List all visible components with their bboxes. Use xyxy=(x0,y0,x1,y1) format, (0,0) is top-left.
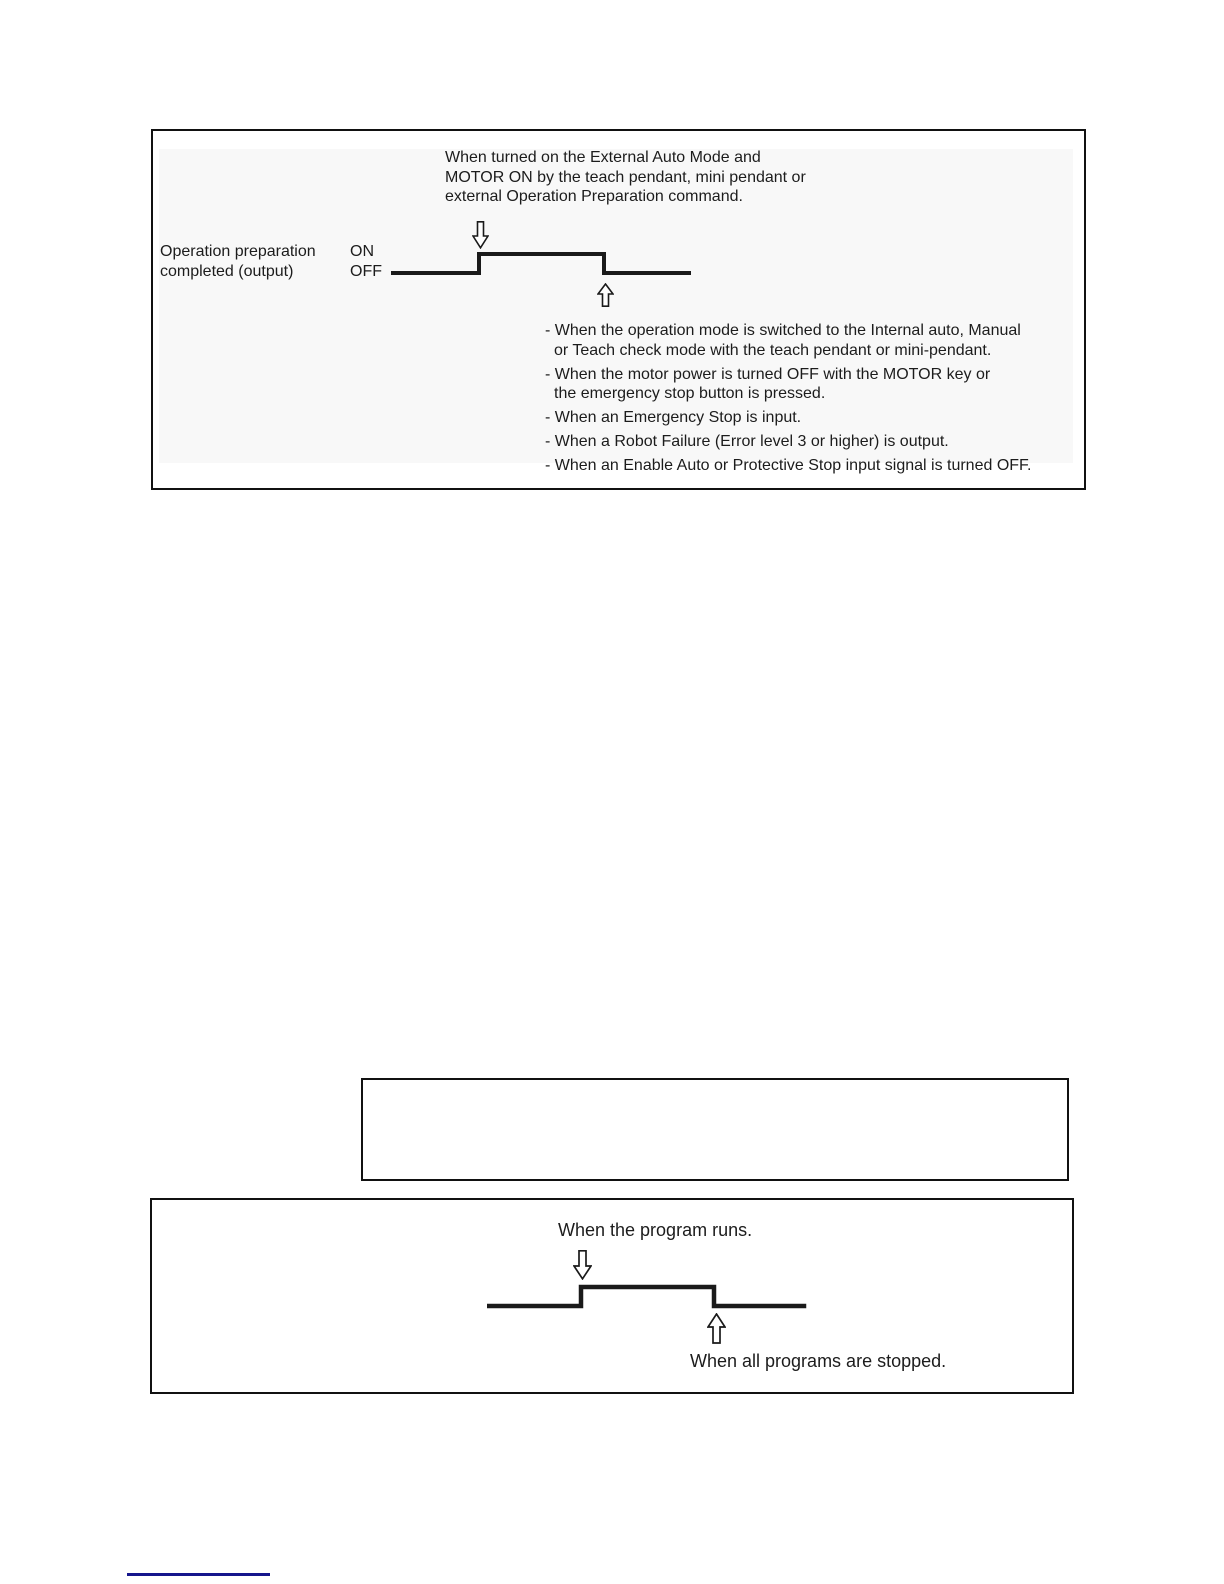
condition-line: - When an Enable Auto or Protective Stop… xyxy=(545,457,1032,474)
scan-background xyxy=(159,149,1073,463)
condition-line: or Teach check mode with the teach penda… xyxy=(554,341,992,359)
note-line: external Operation Preparation command. xyxy=(445,188,743,205)
falling-edge-arrow-icon xyxy=(597,283,614,307)
list-item: - When a Robot Failure (Error level 3 or… xyxy=(545,432,1031,452)
on-level-label: ON xyxy=(350,243,374,260)
signal-name-line: completed (output) xyxy=(160,262,294,280)
program-running-panel: When the program runs. When all programs… xyxy=(150,1198,1074,1394)
signal-waveform xyxy=(391,248,693,278)
program-runs-note: When the program runs. xyxy=(558,1220,753,1240)
falling-edge-arrow-icon xyxy=(707,1313,726,1344)
list-item: - When an Enable Auto or Protective Stop… xyxy=(545,456,1031,476)
operation-preparation-panel: When turned on the External Auto Mode an… xyxy=(151,129,1086,490)
note-line: When turned on the External Auto Mode an… xyxy=(445,149,761,166)
note-line: MOTOR ON by the teach pendant, mini pend… xyxy=(445,168,806,186)
condition-line: the emergency stop button is pressed. xyxy=(554,385,826,402)
rising-edge-arrow-icon xyxy=(573,1250,592,1280)
signal-waveform xyxy=(487,1281,807,1311)
footer-link-underline xyxy=(127,1573,270,1576)
signal-level-labels: ON OFF xyxy=(350,242,382,281)
condition-line: - When a Robot Failure (Error level 3 or… xyxy=(545,433,949,450)
signal-name-line: Operation preparation xyxy=(160,243,316,260)
condition-line: - When the operation mode is switched to… xyxy=(545,322,1021,339)
list-item: - When the operation mode is switched to… xyxy=(545,321,1031,360)
condition-line: - When an Emergency Stop is input. xyxy=(545,409,802,426)
list-item: - When the motor power is turned OFF wit… xyxy=(545,365,1031,404)
motor-on-trigger-note: When turned on the External Auto Mode an… xyxy=(445,148,806,207)
rising-edge-arrow-icon xyxy=(472,221,489,249)
off-conditions-list: - When the operation mode is switched to… xyxy=(545,321,1031,480)
signal-name-label: Operation preparation completed (output) xyxy=(160,242,316,281)
condition-line: - When the motor power is turned OFF wit… xyxy=(545,365,991,383)
empty-note-panel xyxy=(361,1078,1069,1181)
off-level-label: OFF xyxy=(350,262,382,280)
list-item: - When an Emergency Stop is input. xyxy=(545,408,1031,428)
programs-stopped-note: When all programs are stopped. xyxy=(690,1351,947,1371)
